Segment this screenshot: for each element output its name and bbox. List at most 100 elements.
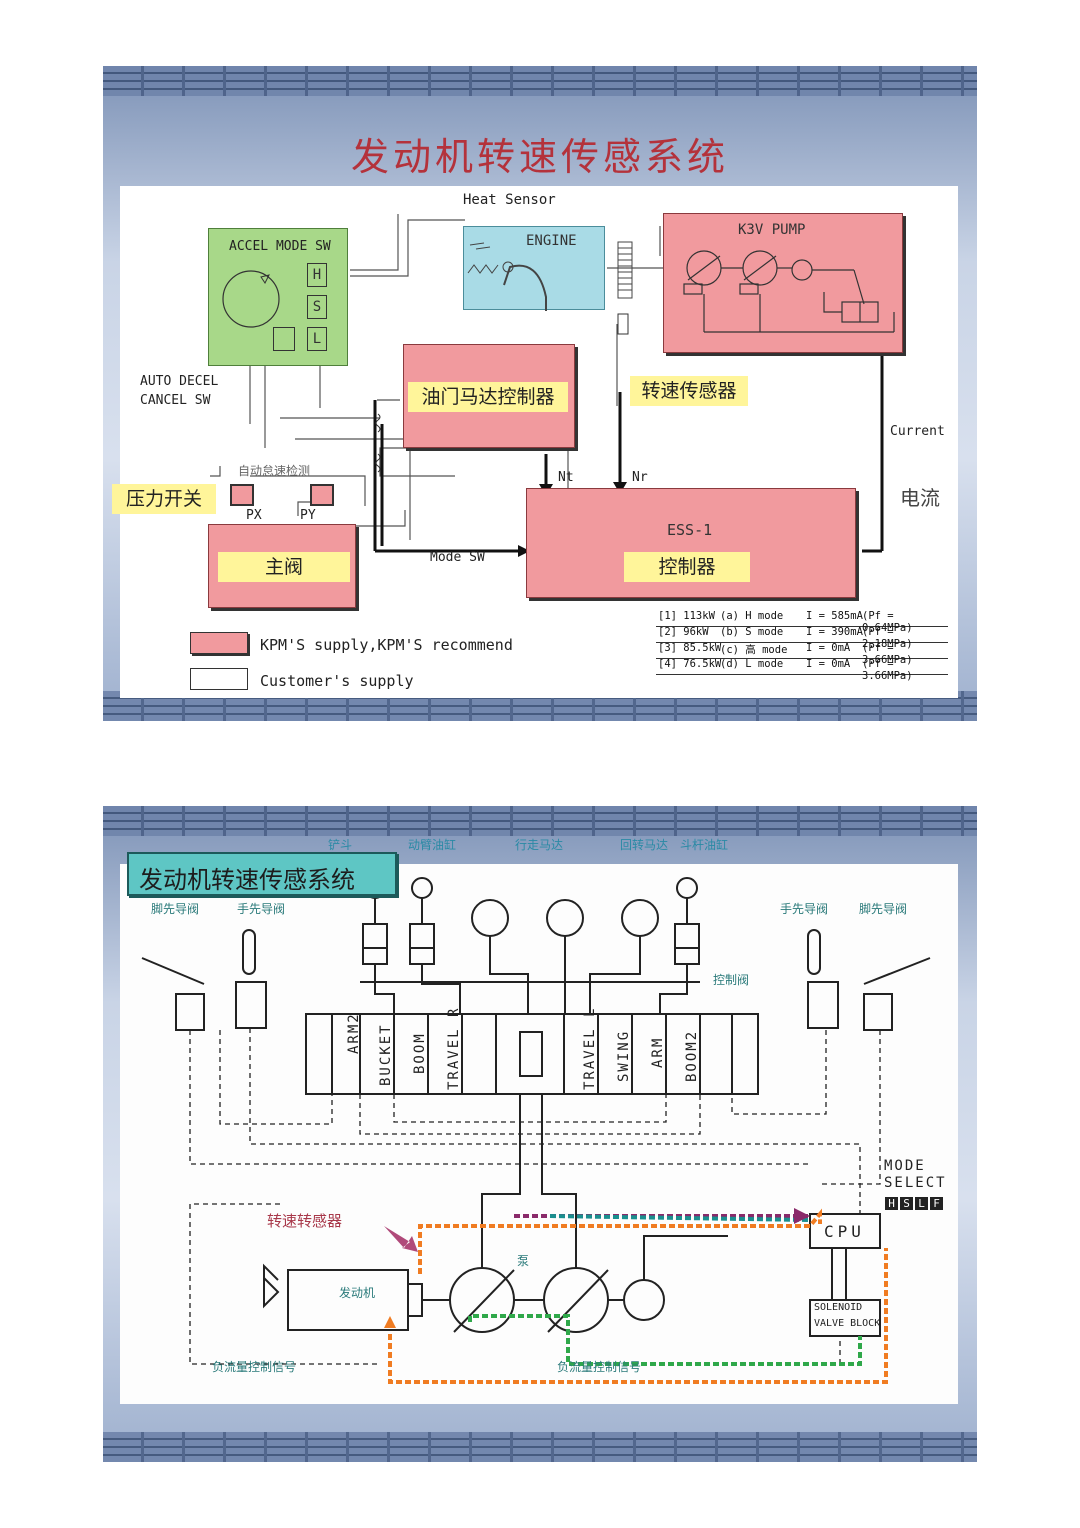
table-cell: [2] 96kW <box>658 626 709 638</box>
mode-select-key-h[interactable]: H <box>885 1197 898 1210</box>
current-label: Current <box>890 424 945 439</box>
hand-pilot-label-left: 手先导阀 <box>237 902 286 916</box>
pump-label: 泵 <box>517 1254 530 1268</box>
engine-box: ENGINE <box>463 226 605 311</box>
spool-arm: ARM <box>650 1036 666 1068</box>
mode-select-key-s[interactable]: S <box>900 1197 913 1210</box>
main-valve-label: 主阀 <box>218 552 350 582</box>
brick-border-top <box>103 66 977 96</box>
slide-2-title: 发动机转速传感系统 <box>139 866 355 894</box>
auto-idle-detect-label: 自动怠速检测 <box>238 464 311 478</box>
legend-kpm-swatch <box>190 632 248 654</box>
table-cell: (d) L mode <box>720 658 784 670</box>
table-row: [1] 113kW (a) H mode I = 585mA (Pf = 0.6… <box>656 610 948 634</box>
nt-label: Nt <box>558 470 574 485</box>
mode-key-s[interactable]: S <box>307 295 327 319</box>
mode-key-l[interactable]: L <box>307 327 327 351</box>
brick-border-bottom <box>103 1432 977 1462</box>
table-cell: [4] 76.5kW <box>658 658 722 670</box>
top-label-bucket: 铲斗 <box>328 838 353 852</box>
solenoid-label-line1: SOLENOID <box>814 1302 863 1313</box>
spool-boom2: BOOM2 <box>684 1029 700 1082</box>
accel-dial-icon <box>222 270 280 328</box>
control-valve-label: 控制阀 <box>713 973 750 987</box>
top-label-swing-motor: 回转马达 <box>620 838 669 852</box>
table-cell: (c) 高 mode <box>720 644 788 656</box>
legend-customer-label: Customer's supply <box>260 672 414 690</box>
top-label-boom-cylinder: 动臂油缸 <box>408 838 457 852</box>
table-cell: (Pf = 2.18MPa) <box>862 626 913 650</box>
throttle-controller-label: 油门马达控制器 <box>408 382 568 412</box>
k3v-pump-box: K3V PUMP <box>663 213 903 353</box>
mode-key-s-label: S <box>312 299 322 315</box>
legend-kpm-label: KPM'S supply,KPM'S recommend <box>260 636 513 654</box>
spool-bucket: BUCKET <box>378 1023 394 1086</box>
slide-2: 发动机转速传感系统 铲斗 动臂油缸 行走马达 回转马达 斗杆油缸 脚先导阀 手先… <box>103 806 977 1462</box>
nr-label: Nr <box>632 470 648 485</box>
neg-flow-signal-left: 负流量控制信号 <box>212 1360 297 1374</box>
mode-power-table: [1] 113kW (a) H mode I = 585mA (Pf = 0.6… <box>656 610 948 682</box>
table-row: [2] 96kW (b) S mode I = 390mA (Pf = 2.18… <box>656 626 948 650</box>
mode-key-l-label: L <box>312 331 322 347</box>
ess1-controller-label: 控制器 <box>624 552 750 582</box>
slide-1-title: 发动机转速传感系统 <box>350 135 729 179</box>
px-label: PX <box>246 508 262 523</box>
auto-decel-button[interactable] <box>273 327 295 351</box>
table-row: [4] 76.5kW (d) L mode I = 0mA (Pf = 3.66… <box>656 658 948 682</box>
py-label: PY <box>300 508 316 523</box>
foot-pilot-label-right: 脚先导阀 <box>859 902 908 916</box>
table-cell: (Pf = 3.66MPa) <box>862 642 913 666</box>
spool-travel-r: TRAVEL R <box>446 1006 462 1090</box>
table-row: [3] 85.5kW (c) 高 mode I = 0mA (Pf = 3.66… <box>656 642 948 666</box>
ess1-controller-box: ESS-1 <box>526 488 856 598</box>
table-cell: I = 585mA <box>806 610 863 622</box>
engine-throttle-icon <box>467 242 547 311</box>
heat-sensor-label: Heat Sensor <box>463 192 556 208</box>
mode-select-key-l[interactable]: L <box>915 1197 928 1210</box>
pressure-switch-py <box>310 484 334 506</box>
brick-border-top <box>103 806 977 836</box>
table-cell: (Pf = 3.66MPa) <box>862 658 913 682</box>
table-cell: [1] 113kW <box>658 610 715 622</box>
slide-2-hydraulic-schematic <box>141 877 931 1384</box>
cpu-label: CPU <box>824 1222 865 1241</box>
pump-symbols-icon <box>683 250 895 333</box>
spool-arm2: ARM2 <box>346 1012 362 1054</box>
pressure-switch-label: 压力开关 <box>112 484 216 514</box>
table-cell: (b) S mode <box>720 626 784 638</box>
spool-travel-l: TRAVEL L <box>582 1006 598 1090</box>
slide-1-wiring <box>210 214 888 557</box>
accel-mode-switch-box: ACCEL MODE SW H S L <box>208 228 348 366</box>
table-cell: (a) H mode <box>720 610 784 622</box>
spool-swing: SWING <box>616 1029 632 1082</box>
mode-key-h-label: H <box>312 267 322 283</box>
foot-pilot-label-left: 脚先导阀 <box>151 902 200 916</box>
engine-label: 发动机 <box>339 1286 376 1300</box>
slide-2-diagram-panel: 发动机转速传感系统 铲斗 动臂油缸 行走马达 回转马达 斗杆油缸 脚先导阀 手先… <box>120 838 958 1404</box>
auto-decel-label: AUTO DECEL <box>140 374 219 389</box>
engine-label: ENGINE <box>526 233 577 249</box>
table-cell: [3] 85.5kW <box>658 642 722 654</box>
table-cell: I = 390mA <box>806 626 863 638</box>
speed-sensor-label: 转速传感器 <box>630 376 748 406</box>
solenoid-label-line2: VALVE BLOCK <box>814 1318 881 1329</box>
table-cell: I = 0mA <box>806 658 851 670</box>
table-cell: I = 0mA <box>806 642 851 654</box>
k3v-pump-label: K3V PUMP <box>738 222 806 238</box>
mode-select-key-f[interactable]: F <box>930 1197 943 1210</box>
table-cell: (Pf = 0.64MPa) <box>862 610 913 634</box>
slide-1: 发动机转速传感系统 <box>103 66 977 721</box>
current-cn-label: 电流 <box>900 486 940 510</box>
mode-key-h[interactable]: H <box>307 263 327 287</box>
top-label-arm-cylinder: 斗杆油缸 <box>680 838 729 852</box>
mode-sw-label: Mode SW <box>430 550 485 565</box>
pressure-switch-px <box>230 484 254 506</box>
spool-boom: BOOM <box>412 1032 428 1074</box>
top-label-travel-motor: 行走马达 <box>515 838 564 852</box>
legend-customer-swatch <box>190 668 248 690</box>
cancel-sw-label: CANCEL SW <box>140 393 211 408</box>
hand-pilot-label-right: 手先导阀 <box>780 902 829 916</box>
slide-1-diagram-panel: ACCEL MODE SW H S L Heat Sensor ENGINE <box>112 186 958 698</box>
speed-sensor-label: 转速转感器 <box>267 1212 343 1230</box>
